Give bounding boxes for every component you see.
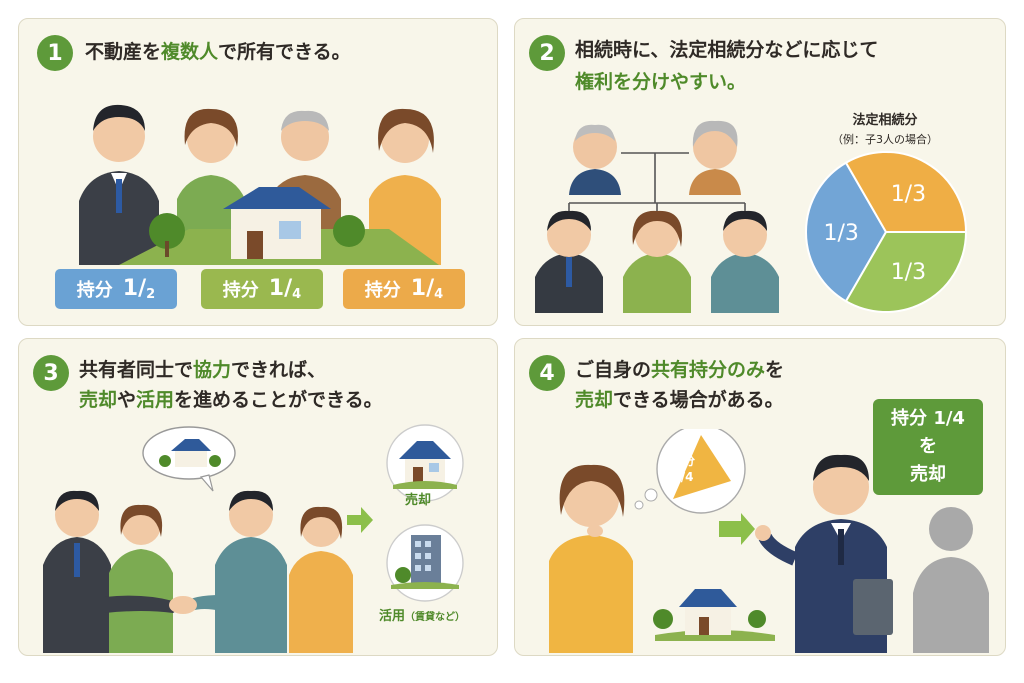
share-denominator: 4: [292, 287, 302, 302]
person-woman-orange: [289, 506, 353, 653]
panel-cooperation: 3 共有者同士で協力できれば、 売却や活用を進めることができる。: [18, 338, 498, 656]
heading-text: や: [117, 389, 137, 411]
thought-share-label: 持分 1/4: [663, 453, 703, 485]
heading-accent: 共有持分のみ: [651, 359, 766, 381]
heading-accent: 売却: [575, 389, 614, 411]
heading-accent: 活用: [136, 389, 175, 411]
family-tree-lines: [568, 152, 746, 223]
buyer-silhouette: [913, 507, 989, 653]
pie-slice-label: 1/3: [891, 182, 926, 207]
share-badge-quarter: 持分 1/4: [201, 269, 323, 309]
panel-sell-share: 4 ご自身の共有持分のみを 売却できる場合がある。 持分 1/4 を 売却: [514, 338, 1006, 656]
thought-bubble-house: [142, 426, 236, 492]
share-fraction: 1/4: [268, 276, 302, 302]
grandmother-avatar: [689, 120, 741, 195]
handshake-illustration: [43, 426, 353, 653]
handshake: [105, 595, 221, 614]
bubble-line: 売却: [910, 464, 946, 485]
thought-label-text: 持分: [670, 454, 695, 468]
person-woman-green: [109, 504, 173, 653]
panel-inheritance: 2 相続時に、法定相続分などに応じて 権利を分けやすい。: [514, 18, 1006, 326]
panel1-heading: 不動産を複数人で所有できる。: [85, 37, 351, 67]
panel-co-ownership: 1 不動産を複数人で所有できる。: [18, 18, 498, 326]
bubble-tail: [887, 463, 903, 477]
option-use-note: （賃貸など）: [405, 612, 466, 623]
person-man-suit: [43, 490, 111, 653]
grandfather-avatar: [569, 124, 621, 195]
sell-share-speech-bubble: 持分 1/4 を 売却: [873, 399, 983, 495]
panel3-heading-line1: 共有者同士で協力できれば、: [79, 355, 326, 385]
co-owners-illustration: [79, 104, 441, 265]
heading-accent: 売却: [79, 389, 118, 411]
panel2-heading-line2: 権利を分けやすい。: [575, 71, 747, 93]
step-number-3: 3: [33, 355, 69, 391]
pie-slice: [844, 231, 968, 313]
person-man-teal: [215, 490, 287, 653]
share-numerator: 1: [410, 276, 427, 301]
heading-text: 共有者同士で: [79, 359, 194, 381]
share-numerator: 1: [268, 276, 285, 301]
share-badge-quarter: 持分 1/4: [343, 269, 465, 309]
woman-thinking: [549, 464, 633, 653]
pie-slice-label: 1/3: [891, 260, 926, 285]
panel4-heading-line2: 売却できる場合がある。: [575, 385, 784, 415]
child-avatar-woman: [623, 210, 691, 313]
pie-slice-label: 1/3: [823, 221, 858, 246]
share-label: 持分: [222, 280, 259, 301]
step-number-4: 4: [529, 355, 565, 391]
bubble-line: 持分 1/4 を: [891, 408, 965, 457]
panel4-heading-line1: ご自身の共有持分のみを: [575, 355, 784, 385]
child-avatar-man: [535, 210, 603, 313]
sell-share-illustration: [549, 429, 989, 653]
option-sell-label: 売却: [405, 493, 432, 508]
person-man-suit: [79, 104, 159, 265]
agent-man-suit: [755, 454, 893, 653]
share-fraction: 1/4: [410, 276, 444, 302]
house-circle-icon: [386, 424, 464, 502]
heading-text: できる場合がある。: [613, 389, 784, 411]
heading-text: できれば、: [231, 359, 327, 381]
pie-slice: [844, 151, 968, 233]
building-circle-icon: [386, 524, 464, 602]
share-badge-half: 持分 1/2: [55, 269, 177, 309]
pie-piece-icon: [673, 435, 731, 499]
arrow-right-icon: [347, 507, 373, 533]
share-label: 持分: [364, 280, 401, 301]
heading-text: を進めることができる。: [174, 389, 383, 411]
heading-accent: 協力: [193, 359, 232, 381]
heading-text: で所有できる。: [218, 41, 351, 63]
child-avatar-man: [711, 210, 779, 313]
heading-accent: 複数人: [161, 41, 219, 63]
thought-dots: [634, 488, 658, 510]
share-denominator: 4: [434, 287, 444, 302]
house-on-land: [119, 187, 439, 265]
inheritance-pie-chart: 1/3 1/3 1/3: [805, 151, 968, 313]
share-label: 持分: [76, 280, 113, 301]
heading-text: 不動産を: [85, 41, 162, 63]
option-use-text: 活用: [379, 609, 406, 624]
pie-title: 法定相続分: [852, 113, 918, 128]
family-tree-illustration: [535, 120, 779, 313]
step-number-1: 1: [37, 35, 73, 71]
step-number-2: 2: [529, 35, 565, 71]
panel2-heading-line1: 相続時に、法定相続分などに応じて: [575, 39, 879, 61]
pie-slice: [805, 161, 888, 303]
small-house-icon: [653, 589, 775, 641]
heading-text: を: [765, 359, 785, 381]
arrow-right-icon: [719, 513, 755, 545]
heading-text: ご自身の: [575, 359, 652, 381]
panel3-heading-line2: 売却や活用を進めることができる。: [79, 385, 383, 415]
share-denominator: 2: [146, 287, 156, 302]
option-use-label: 活用（賃貸など）: [379, 605, 465, 624]
share-numerator: 1: [122, 276, 139, 301]
share-fraction: 1/2: [122, 276, 156, 302]
thought-fraction-text: 1/4: [672, 470, 694, 484]
pie-subtitle: （例：子3人の場合）: [832, 133, 938, 146]
